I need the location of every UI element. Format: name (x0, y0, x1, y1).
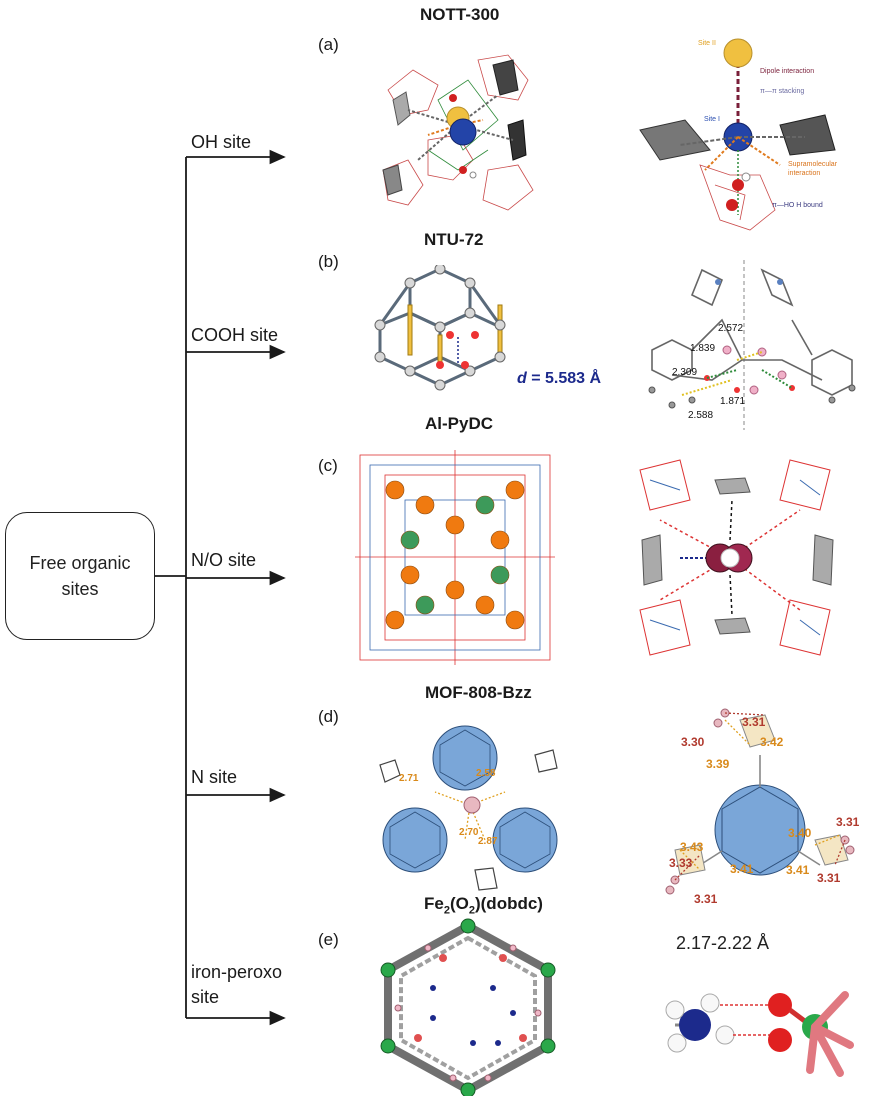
mof808-right-distance-8: 3.33 (669, 856, 693, 870)
mof808-right-distance-3: 3.42 (760, 735, 784, 749)
panel-e-title: Fe2(O2)(dobdc) (424, 894, 543, 916)
annotation-supramolecular-1: Supramolecular (788, 161, 838, 168)
panel-b-tag: (b) (318, 252, 339, 271)
branch-label-cooh: COOH site (191, 325, 279, 345)
mof808-right-distance-2: 3.30 (681, 735, 705, 749)
ntu72-distance-5: 2.588 (688, 410, 714, 421)
annotation-site-i: Site I (704, 116, 720, 123)
adsorbate-sphere (415, 495, 435, 515)
adsorbate-sphere (475, 595, 495, 615)
root-label-line1: Free organic (29, 552, 131, 573)
panel-a-title: NOTT-300 (420, 5, 500, 24)
panel-b-title: NTU-72 (424, 230, 484, 249)
adsorbate-sphere (475, 495, 495, 515)
mof808-left-distance-4: 2.87 (478, 836, 498, 847)
panel-e-title-end: )(dobdc) (474, 894, 543, 913)
mof808-right-distance-6: 3.40 (788, 826, 812, 840)
mof808-right-distance-5: 3.31 (836, 815, 860, 829)
panel-a-tag: (a) (318, 35, 339, 54)
ntu72-cage (374, 265, 506, 391)
mof808-left-distance-1: 2.71 (399, 773, 419, 784)
adsorbate-sphere (445, 580, 465, 600)
adsorbate-sphere (385, 480, 405, 500)
root-label-line2: sites (61, 579, 99, 599)
branch-label-oh: OH site (191, 132, 252, 152)
adsorbate-sphere (490, 530, 510, 550)
ntu72-distance-label: d = 5.583 Å (517, 370, 601, 388)
panel-c-tag: (c) (318, 456, 338, 475)
mof808-right-distance-12: 3.31 (694, 892, 718, 906)
iron-peroxo-distance-range: 2.17-2.22 Å (676, 933, 770, 953)
panel-c-title: Al-PyDC (425, 414, 494, 433)
panel-d-tag: (d) (318, 707, 339, 726)
adsorbate-sphere (415, 595, 435, 615)
branch-label-no: N/O site (191, 550, 257, 570)
mof808-left-distance-2: 2.58 (476, 768, 496, 779)
nott300-structure-right (639, 38, 836, 231)
branch-label-n: N site (191, 767, 238, 787)
mof808-right-distance-1: 3.31 (742, 715, 766, 729)
adsorbate-sphere (490, 565, 510, 585)
adsorbate-sphere (400, 565, 420, 585)
adsorbate-sphere (385, 610, 405, 630)
ntu72-binding-site (648, 260, 856, 430)
adsorbate-sphere (505, 480, 525, 500)
panel-e-title-sub1: 2 (443, 904, 450, 917)
annotation-hbond: π—HO H bound (772, 202, 823, 209)
branch-label-iron-line1: iron-peroxo (191, 962, 283, 982)
mof808-right-distance-4: 3.39 (706, 757, 730, 771)
mof808-bzz-structure (379, 725, 558, 891)
mof808-right-distance-7: 3.43 (680, 840, 704, 854)
adsorbate-sphere (445, 515, 465, 535)
mof808-bzz-binding (665, 708, 855, 895)
root-box: Free organic sites (5, 512, 155, 640)
mof808-right-distance-9: 3.41 (730, 862, 754, 876)
branch-label-iron-line2: site (191, 987, 220, 1007)
panel-e-tag: (e) (318, 930, 339, 949)
adsorbate-sphere (400, 530, 420, 550)
nott300-structure-left (382, 54, 534, 211)
panel-e-title-mid: (O (449, 894, 469, 913)
ntu72-distance-symbol: d (517, 370, 527, 387)
annotation-site-ii: Site II (698, 40, 716, 47)
ntu72-distance-value: = 5.583 Å (531, 370, 602, 387)
ntu72-distance-1: 2.572 (718, 323, 744, 334)
mof808-left-distance-3: 2.70 (459, 827, 479, 838)
alpydc-framework (355, 450, 555, 665)
adsorbate-sphere (505, 610, 525, 630)
alpydc-binding-site (639, 459, 834, 656)
fe2o2-dobdc-framework (380, 918, 556, 1096)
mof808-right-distance-11: 3.31 (817, 871, 841, 885)
ntu72-distance-2: 1.839 (690, 343, 716, 354)
iron-peroxo-binding (665, 991, 854, 1077)
annotation-supramolecular-2: interaction (788, 170, 821, 177)
panel-e-title-sub2: 2 (468, 904, 475, 917)
ntu72-distance-4: 1.871 (720, 396, 746, 407)
ntu72-distance-3: 2.309 (672, 367, 698, 378)
annotation-stacking: π—π stacking (760, 88, 805, 95)
panel-d-title: MOF-808-Bzz (425, 683, 532, 702)
mof808-right-distance-10: 3.41 (786, 863, 810, 877)
panel-e-title-base: Fe (424, 894, 444, 913)
annotation-dipole: Dipole interaction (760, 68, 815, 75)
